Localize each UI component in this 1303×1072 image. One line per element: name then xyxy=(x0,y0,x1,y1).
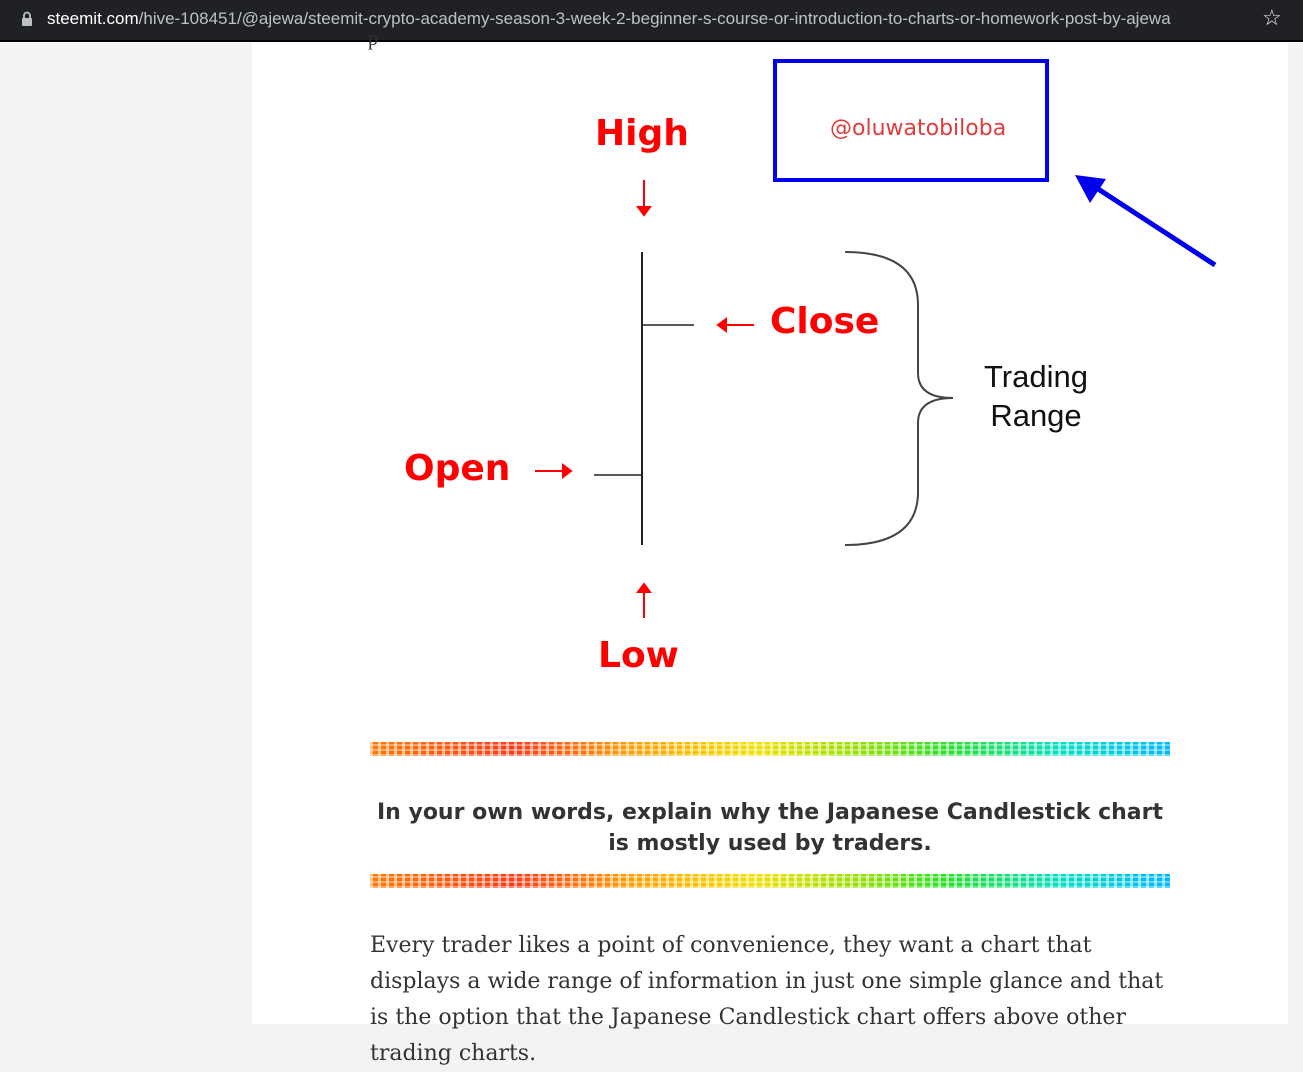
credit-box: @oluwatobiloba xyxy=(773,59,1049,182)
address-bar-divider xyxy=(0,40,1303,42)
article-body xyxy=(252,42,1288,1024)
right-margin xyxy=(1288,42,1303,1024)
close-arrowhead xyxy=(716,317,727,333)
candlestick-diagram-drawing xyxy=(535,180,954,618)
high-arrowhead xyxy=(636,206,652,217)
cropped-text-line: p xyxy=(368,28,378,50)
low-arrowhead xyxy=(636,582,652,593)
left-margin xyxy=(0,42,252,1024)
open-arrowhead xyxy=(562,463,573,479)
browser-address-bar[interactable]: steemit.com/hive-108451/@ajewa/steemit-c… xyxy=(0,0,1303,42)
star-icon[interactable]: ☆ xyxy=(1262,5,1282,30)
rainbow-divider xyxy=(370,874,1170,888)
close-label: Close xyxy=(770,301,880,342)
article-paragraph: Every trader likes a point of convenienc… xyxy=(370,933,1164,1066)
candlestick-diagram: High Close Open Low Trading Range xyxy=(370,55,1170,705)
lock-icon xyxy=(22,11,32,26)
red-arrows xyxy=(535,180,754,618)
pointer-arrow-icon xyxy=(1075,175,1217,268)
section-question-heading: In your own words, explain why the Japan… xyxy=(376,800,1164,856)
trading-range-line-2: Range xyxy=(990,398,1082,433)
url-path: /hive-108451/@ajewa/steemit-crypto-acade… xyxy=(138,9,1171,28)
credit-username: @oluwatobiloba xyxy=(830,116,1007,141)
url-text[interactable]: steemit.com/hive-108451/@ajewa/steemit-c… xyxy=(47,9,1171,29)
open-label: Open xyxy=(404,448,511,489)
low-label: Low xyxy=(598,635,679,676)
high-label: High xyxy=(595,113,689,154)
trading-range-line-1: Trading xyxy=(984,359,1088,394)
trading-range-label: Trading Range xyxy=(970,357,1102,435)
rainbow-divider xyxy=(370,742,1170,756)
trading-range-brace xyxy=(844,251,954,546)
url-domain: steemit.com xyxy=(47,9,139,28)
